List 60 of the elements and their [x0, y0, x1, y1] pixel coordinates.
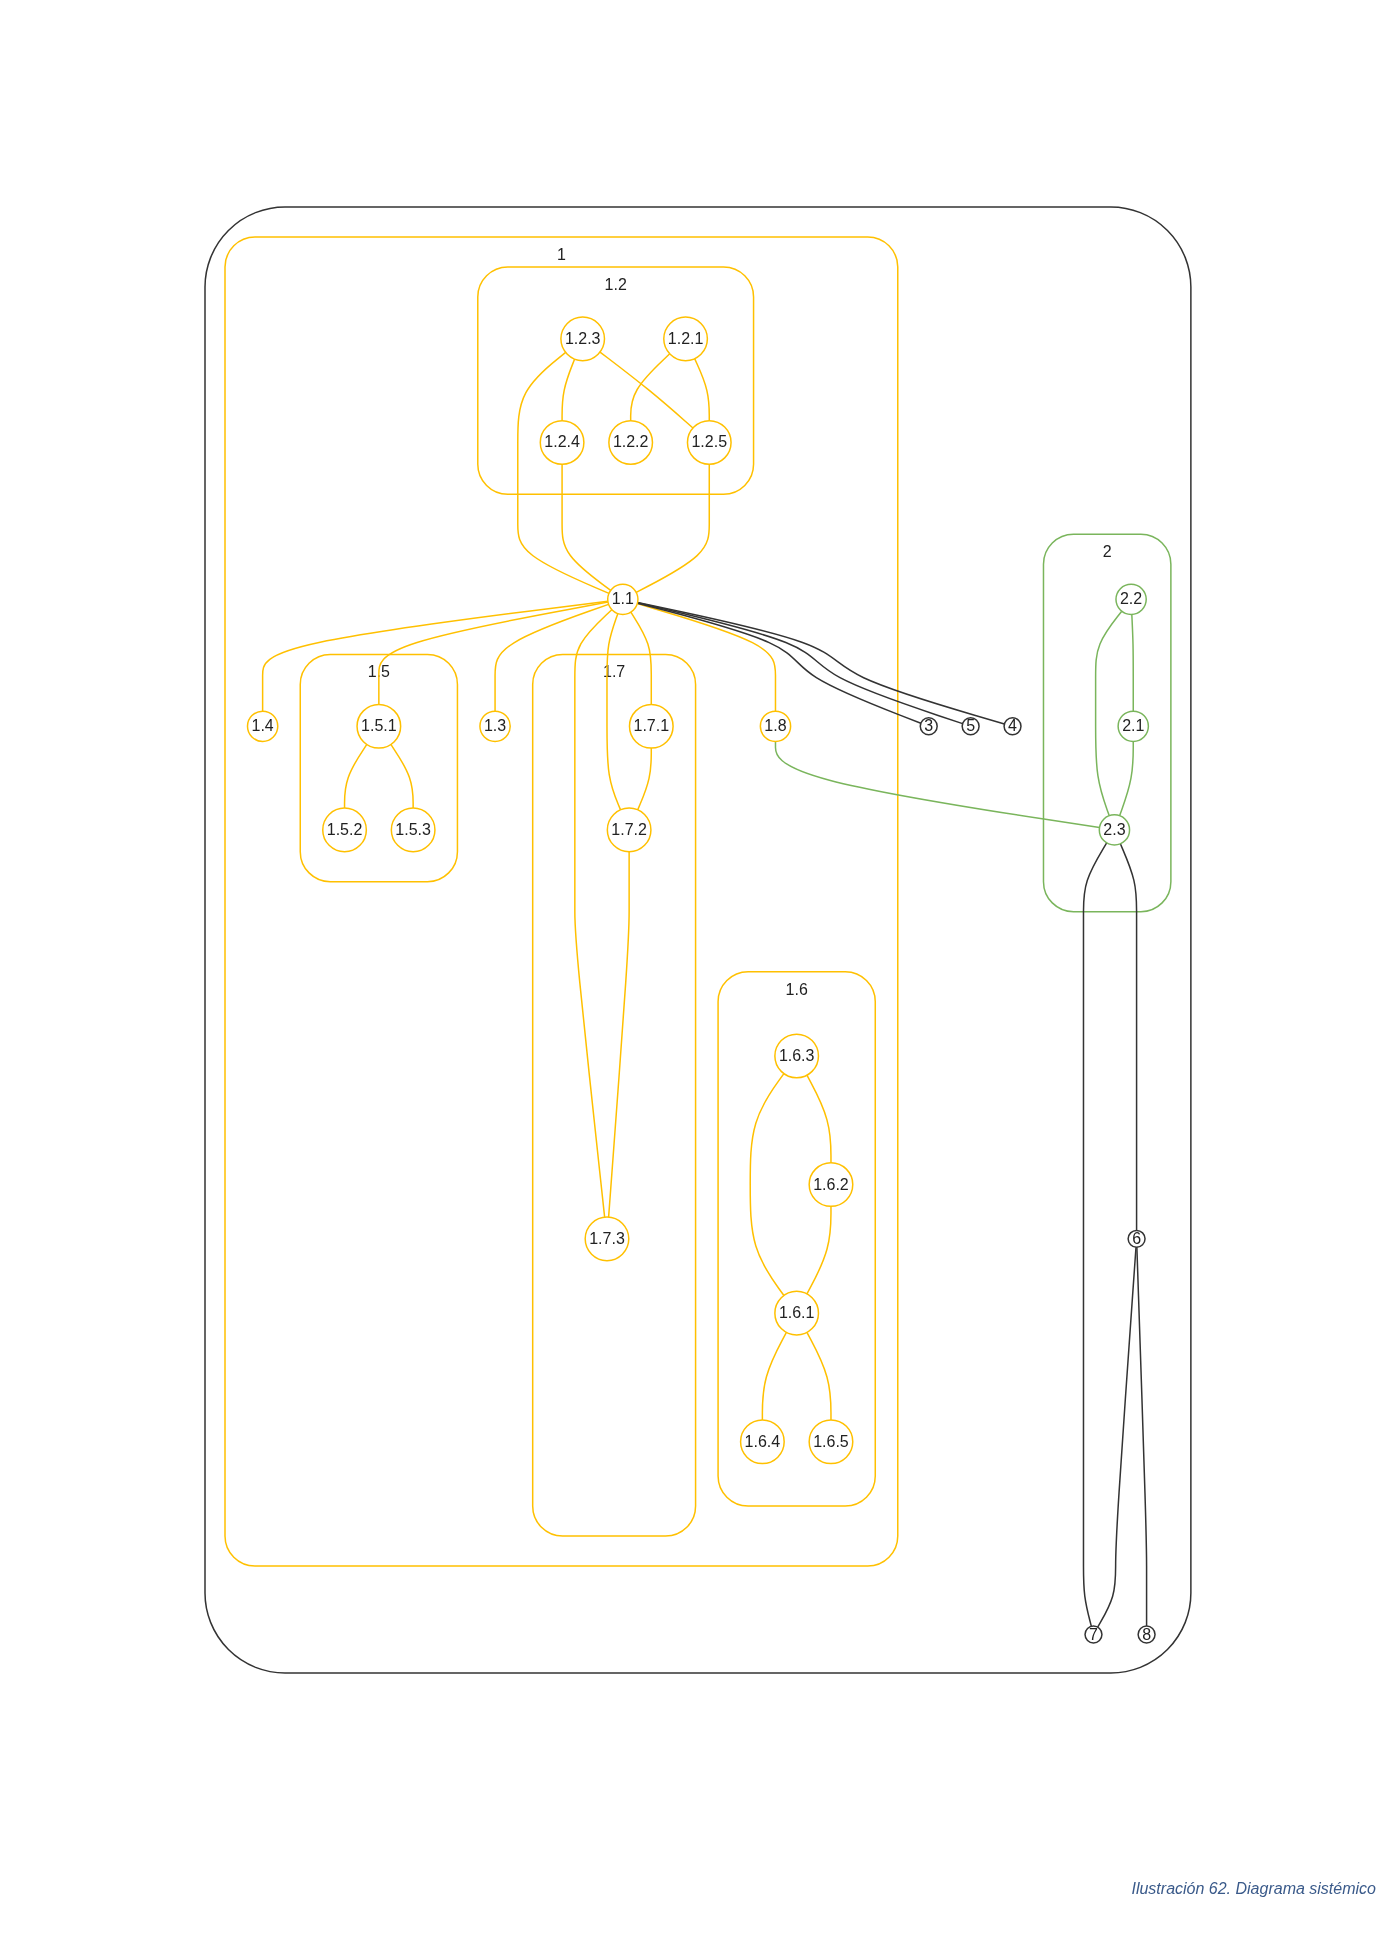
node-circle: 1.4	[246, 710, 279, 743]
connector	[343, 743, 368, 809]
node-circle: 1.6.1	[774, 1290, 820, 1336]
node-circle: 1.3	[479, 710, 511, 743]
connector	[749, 1072, 785, 1297]
node-circle: 8	[1137, 1625, 1156, 1644]
node-circle: 1.6.5	[808, 1419, 854, 1465]
connector	[517, 351, 610, 595]
connector	[630, 353, 671, 422]
node-circle: 3	[919, 717, 938, 736]
node-circle: 1.8	[759, 710, 792, 743]
node-circle: 5	[961, 717, 980, 736]
connector	[761, 1331, 788, 1421]
connector	[1131, 613, 1135, 712]
node-circle: 1.2.4	[539, 419, 585, 465]
connector	[1094, 610, 1123, 817]
node-circle: 1.6.4	[739, 1419, 785, 1465]
cluster	[204, 206, 1192, 1674]
connector	[607, 850, 630, 1218]
node-circle: 1.2.2	[608, 419, 654, 465]
connector	[574, 608, 613, 1218]
connector	[378, 601, 609, 706]
connector	[390, 743, 414, 809]
node-circle: 7	[1084, 1625, 1103, 1644]
connector	[636, 602, 777, 712]
node-circle: 1.2.3	[560, 316, 606, 362]
node-circle: 1.6.3	[774, 1033, 820, 1079]
node-circle: 1.5.1	[356, 703, 402, 749]
node-circle: 2.1	[1117, 710, 1150, 743]
node-circle: 1.5.2	[322, 807, 368, 853]
node-circle: 2.3	[1098, 814, 1131, 846]
connector	[1136, 1246, 1148, 1627]
connector	[806, 1205, 832, 1295]
connector	[1118, 740, 1135, 817]
connector	[806, 1331, 832, 1421]
node-circle: 4	[1003, 717, 1022, 736]
connector	[637, 747, 653, 811]
connector	[1119, 843, 1138, 1232]
connector	[599, 351, 694, 429]
node-circle: 1.7.2	[606, 807, 652, 853]
connector	[561, 358, 576, 422]
connector	[561, 463, 612, 592]
connector	[630, 611, 653, 706]
node-circle: 1.7.3	[584, 1216, 630, 1262]
connector	[1097, 1246, 1137, 1628]
node-circle: 6	[1127, 1229, 1146, 1249]
connector	[806, 1074, 832, 1164]
node-circle: 1.6.2	[808, 1162, 854, 1208]
connector	[635, 463, 711, 594]
connector	[261, 600, 609, 712]
node-circle: 1.2.5	[686, 419, 732, 465]
connector	[1082, 842, 1108, 1628]
connector	[693, 357, 711, 422]
node-circle: 1.2.1	[663, 316, 709, 362]
figure-caption: Ilustración 62. Diagrama sistémico	[1131, 1880, 1376, 1897]
node-circle: 1.7.1	[628, 703, 674, 749]
node-circle: 1.5.3	[390, 807, 436, 853]
node-circle: 1.1	[607, 583, 639, 616]
connector	[606, 612, 622, 811]
node-circle: 2.2	[1115, 583, 1148, 616]
